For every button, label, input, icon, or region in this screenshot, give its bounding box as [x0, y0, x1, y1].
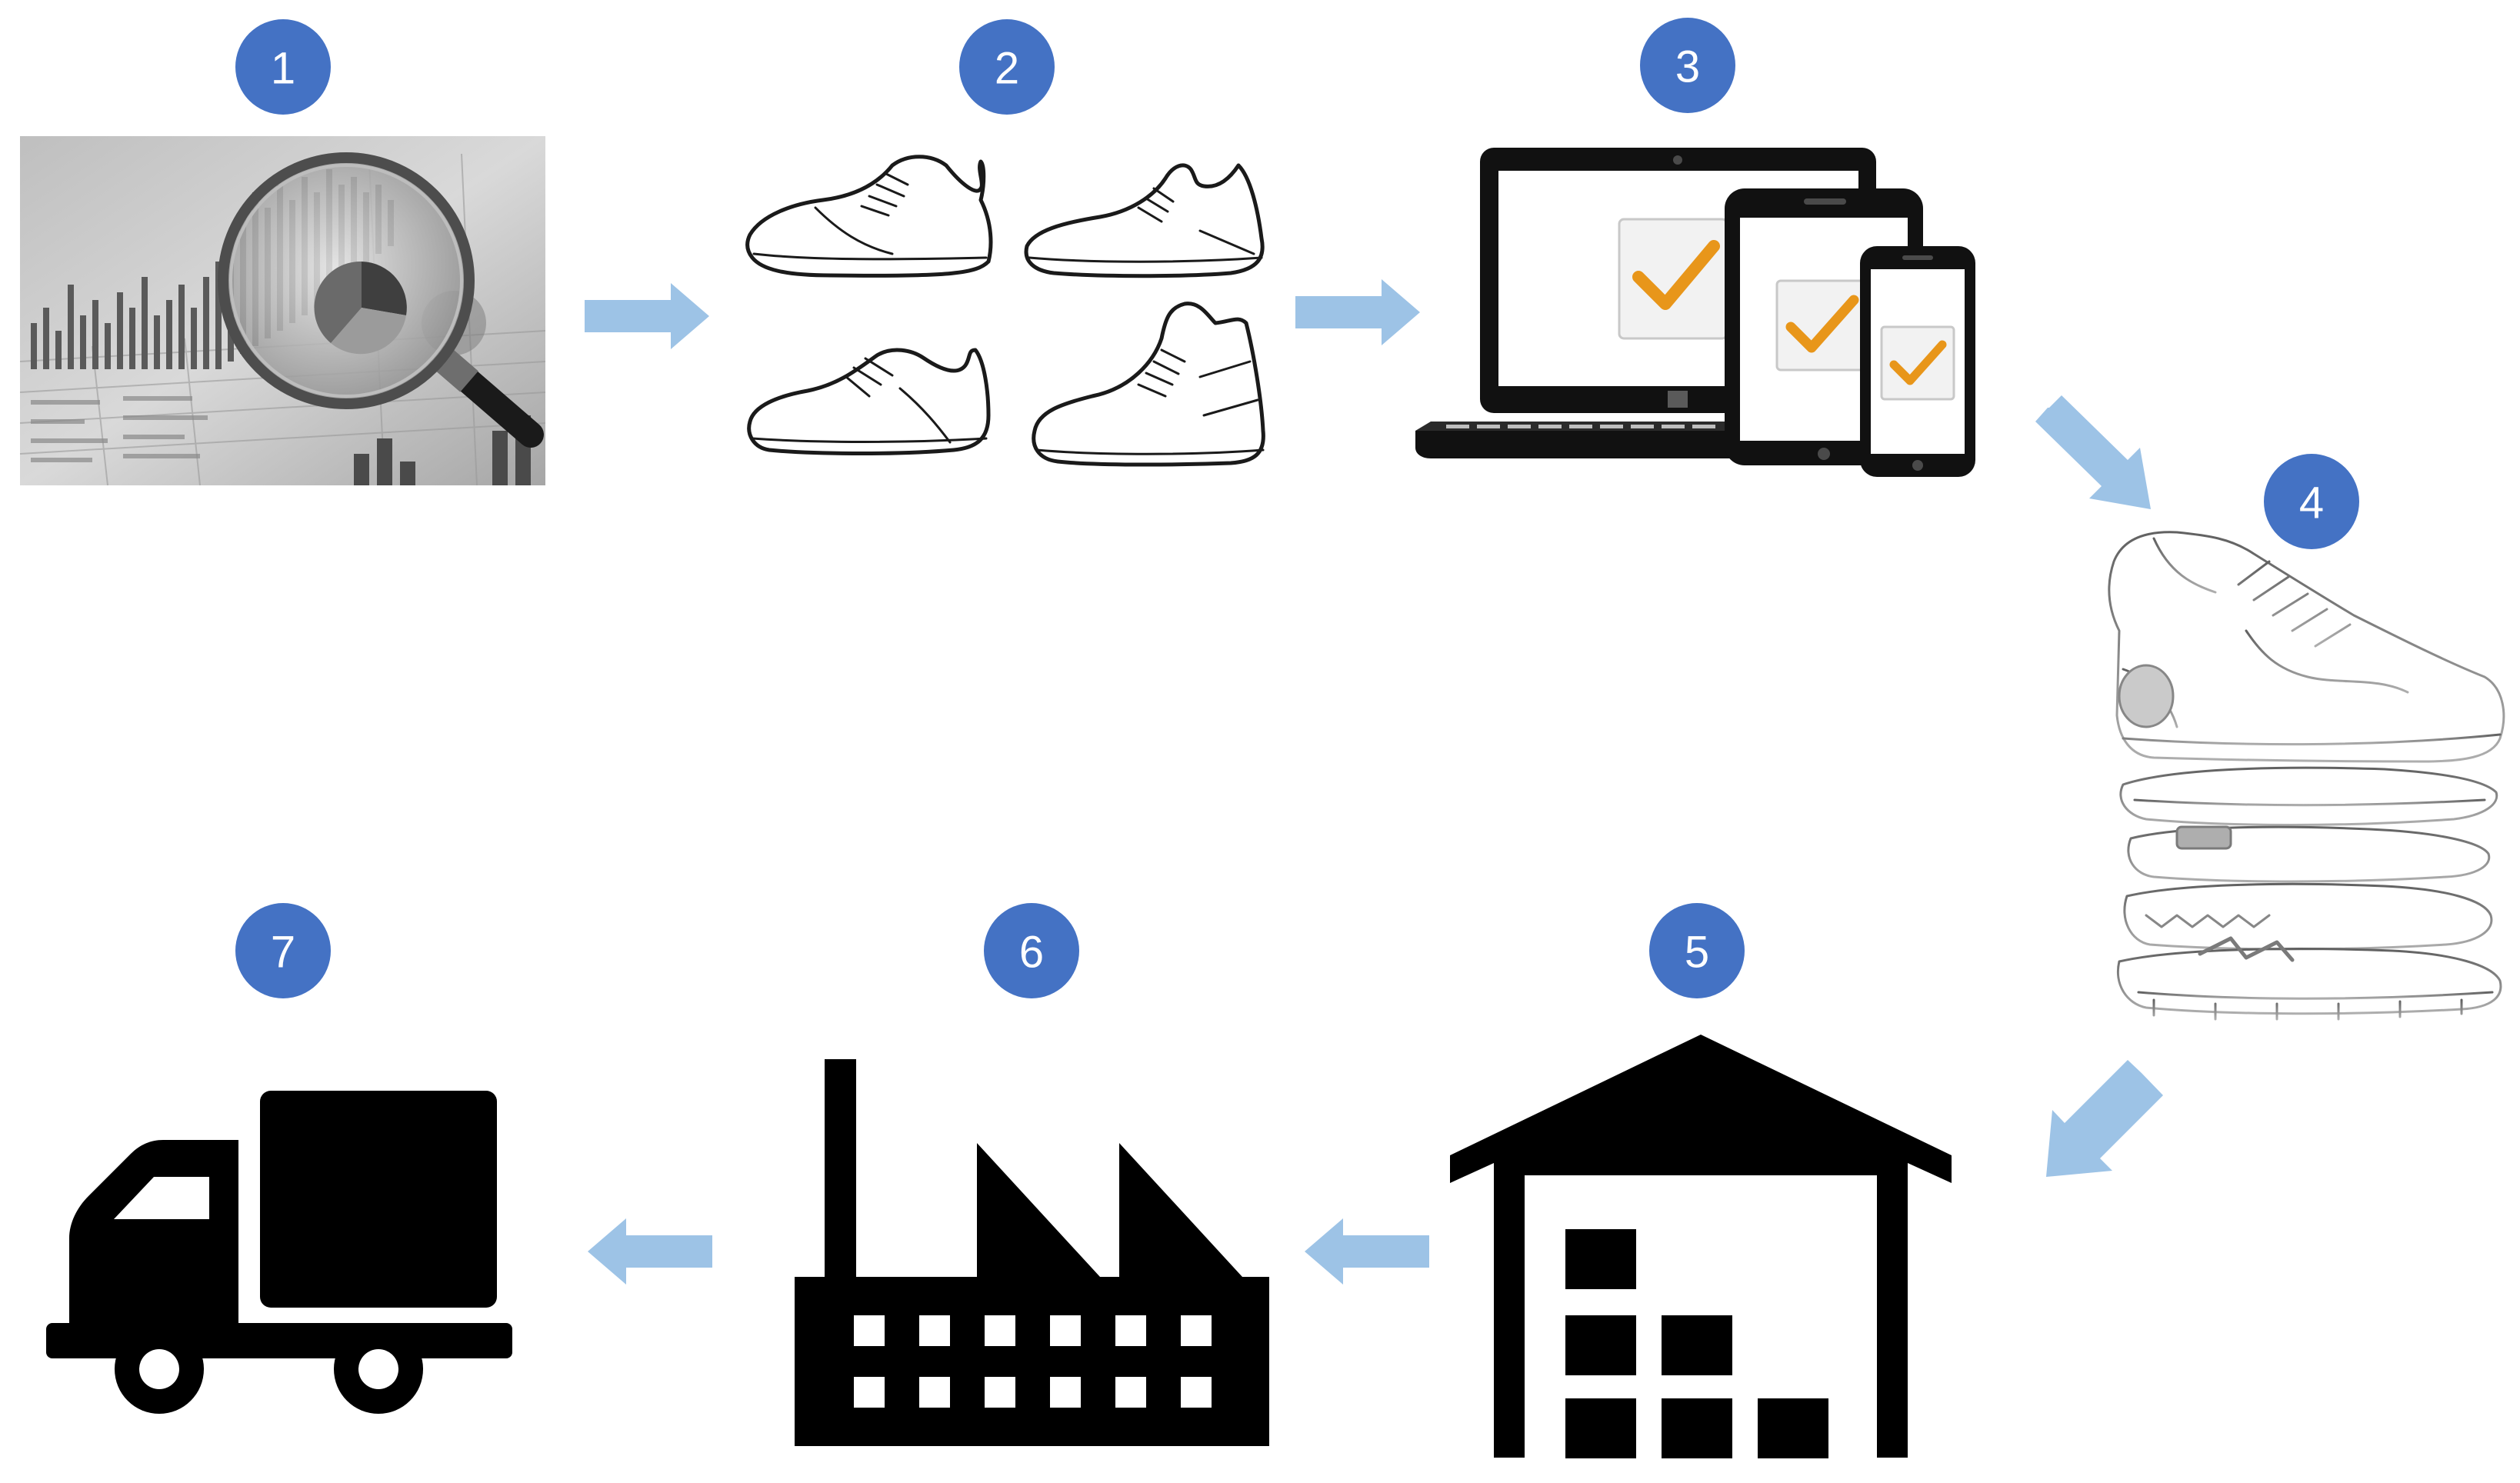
step-badge-6: 6 [984, 903, 1079, 998]
exploded-shoe-sketch-icon [2108, 531, 2505, 1021]
arrow-step2-to-step3 [1295, 279, 1420, 345]
checkmark-icon [1889, 340, 1947, 385]
warehouse-icon [1450, 1035, 1952, 1458]
step-badge-2: 2 [959, 19, 1055, 115]
step-number-7: 7 [271, 928, 295, 978]
step-badge-7: 7 [235, 903, 331, 998]
sneaker-4-icon [1032, 302, 1265, 467]
sneaker-2-icon [1024, 163, 1265, 278]
phone-icon [1860, 246, 1975, 477]
arrow-step3-to-step4 [2035, 395, 2151, 509]
step-number-4: 4 [2299, 478, 2324, 528]
step-badge-3: 3 [1640, 18, 1735, 113]
arrow-step1-to-step2 [585, 283, 709, 349]
step-badge-4: 4 [2264, 454, 2359, 549]
step-badge-1: 1 [235, 19, 331, 115]
arrow-step6-to-step7 [588, 1218, 712, 1285]
sneaker-designs-icon [745, 155, 1265, 467]
factory-icon [795, 1059, 1269, 1446]
sneaker-3-icon [747, 348, 991, 456]
step-number-1: 1 [271, 44, 295, 94]
step-badge-5: 5 [1649, 903, 1745, 998]
magnifier-analytics-photo-icon [20, 136, 545, 485]
step-number-3: 3 [1675, 42, 1700, 92]
delivery-truck-icon [46, 1091, 512, 1414]
step-number-5: 5 [1685, 928, 1709, 978]
arrow-step4-to-step5 [2046, 1060, 2163, 1177]
arrow-step5-to-step6 [1305, 1218, 1429, 1285]
checkmark-icon [1632, 240, 1720, 310]
step-number-6: 6 [1019, 928, 1044, 978]
checkmark-icon [1785, 295, 1859, 353]
sneaker-1-icon [745, 155, 993, 278]
devices-checkmark-icon [1415, 148, 1975, 477]
step-number-2: 2 [995, 44, 1019, 94]
